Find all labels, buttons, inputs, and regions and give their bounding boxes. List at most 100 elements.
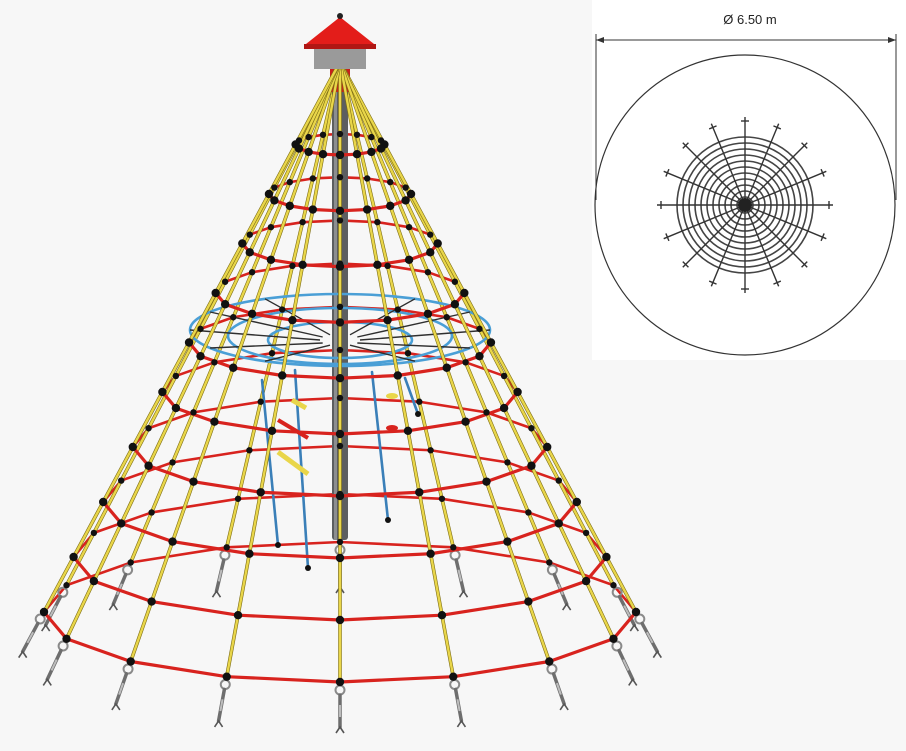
knot	[460, 288, 469, 298]
rope	[338, 60, 638, 614]
ring-segment	[440, 497, 530, 514]
plan-spoke	[744, 123, 780, 206]
knot	[610, 582, 617, 589]
anchor-turnbuckle-body	[456, 699, 461, 712]
ring-segment	[101, 500, 123, 526]
anchor-fork	[42, 678, 52, 686]
knot	[270, 196, 279, 205]
knot	[336, 303, 344, 310]
ladder-rung	[276, 418, 310, 440]
ring-segment	[212, 420, 274, 433]
ring-segment	[338, 444, 432, 452]
ring-segment	[440, 599, 530, 617]
anchor-turnbuckle-body	[622, 659, 630, 671]
ring-segment	[338, 613, 444, 622]
knot	[99, 497, 108, 507]
ring-segment	[71, 555, 96, 583]
knot	[126, 657, 135, 666]
knot	[335, 615, 345, 625]
ring-segment	[417, 400, 488, 414]
knot	[336, 260, 344, 267]
knot	[220, 300, 230, 309]
blue-spoke	[357, 311, 471, 338]
rope	[338, 60, 615, 640]
ring-segment	[129, 659, 229, 679]
rope	[65, 60, 342, 640]
hanging-rope	[403, 376, 420, 416]
middle-layer	[188, 68, 492, 571]
knot	[363, 175, 371, 182]
rope	[338, 60, 455, 549]
anchor	[42, 640, 69, 686]
knot	[483, 409, 490, 416]
knot	[335, 318, 345, 327]
rope	[129, 60, 342, 663]
plan-spoke	[744, 142, 808, 206]
anchor-fork	[629, 623, 639, 632]
knot	[246, 447, 253, 454]
plan-spoke	[744, 204, 780, 287]
rope-end	[415, 411, 421, 417]
anchor-turnbuckle-body	[457, 569, 463, 582]
ring-segment	[505, 521, 561, 544]
anchor-shackle	[122, 564, 134, 576]
knot	[427, 231, 434, 238]
ring-segment	[451, 546, 551, 564]
knot	[245, 549, 254, 558]
ring-segment	[375, 258, 411, 267]
ring-segment	[259, 490, 342, 498]
knot	[268, 349, 276, 357]
knot	[336, 394, 344, 402]
knot	[374, 218, 381, 226]
anchor-fork	[41, 623, 51, 632]
ring-segment	[191, 480, 263, 494]
ring-segment	[484, 464, 534, 484]
knot	[148, 509, 155, 516]
knot	[546, 559, 553, 566]
anchor-fork	[335, 725, 345, 734]
anchor-shackle	[611, 640, 623, 652]
dimension-arrow-left	[596, 37, 604, 43]
plan-anchor-tick	[820, 168, 825, 177]
anchor	[634, 613, 662, 659]
plan-center-pole	[738, 198, 752, 212]
ring-segment	[146, 464, 196, 484]
knot	[499, 403, 509, 413]
ring-segment	[311, 207, 342, 213]
anchor-shackle	[611, 586, 623, 598]
plan-anchor-tick	[708, 280, 717, 285]
ring-segment	[170, 539, 251, 556]
plan-anchor-tick	[665, 168, 670, 177]
anchor-fork	[108, 602, 119, 611]
knot	[210, 417, 219, 426]
knot	[117, 519, 126, 528]
knot	[401, 196, 410, 205]
ring-segment	[150, 497, 240, 514]
ring-segment	[290, 318, 342, 324]
anchor-fork	[652, 650, 662, 659]
anchor-fork	[456, 719, 467, 728]
pyramid-net-structure	[18, 13, 662, 734]
ring-segment	[236, 613, 342, 622]
knot	[279, 306, 286, 313]
ring-segment	[385, 312, 430, 322]
ring-segment	[338, 396, 421, 404]
knot	[233, 611, 243, 620]
ring-segment	[376, 220, 411, 229]
anchor-shackle	[334, 684, 346, 696]
ring-segment	[225, 540, 342, 549]
rope	[338, 60, 455, 678]
rope	[225, 60, 342, 678]
knot	[222, 672, 231, 681]
plan-anchor-tick	[801, 261, 808, 268]
knot	[189, 477, 198, 486]
knot	[285, 201, 294, 211]
anchor	[611, 586, 639, 632]
anchor	[18, 613, 46, 659]
ring-segment	[417, 480, 489, 494]
knot	[336, 217, 344, 224]
knot	[402, 184, 409, 191]
knot	[288, 315, 297, 325]
ring-segment	[386, 264, 430, 274]
knot	[373, 260, 382, 270]
